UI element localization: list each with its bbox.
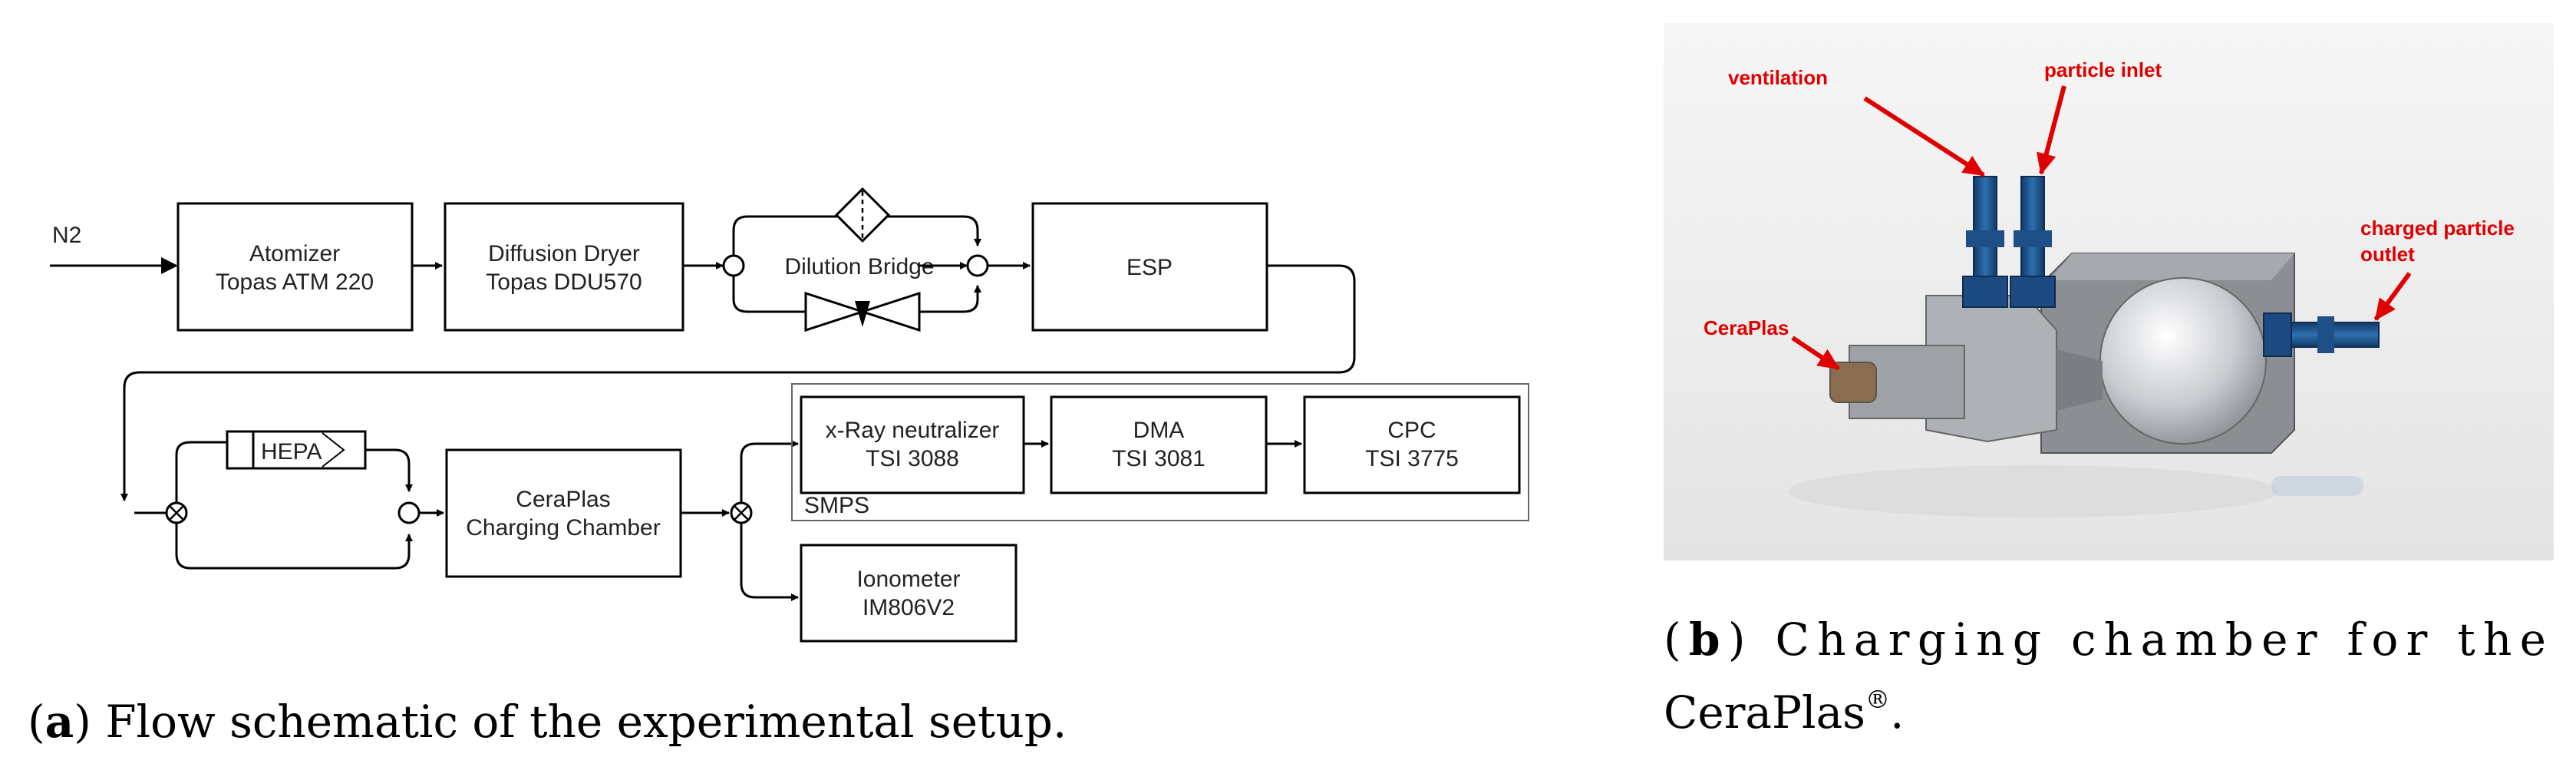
esp-to-hepa-line — [120, 264, 1356, 501]
charged-outlet-port-icon — [2263, 312, 2380, 357]
ceraplas-photo-label: CeraPlas — [1704, 316, 1789, 339]
dryer-model: Topas DDU570 — [486, 269, 642, 295]
ionometer-box — [800, 544, 1018, 643]
filter-diamond-icon — [834, 187, 891, 243]
hepa-label: HEPA — [261, 439, 322, 464]
charged-outlet-arrow — [2373, 272, 2412, 321]
atomizer-box — [176, 202, 414, 332]
inlet-label: N2 — [52, 223, 81, 248]
bridge-split-node — [722, 254, 745, 277]
particle-inlet-port-icon — [2010, 176, 2056, 308]
charging-chamber-photo: ventilation particle inlet charged parti… — [1664, 23, 2554, 560]
particle-inlet-arrow — [2037, 85, 2066, 175]
dryer-name: Diffusion Dryer — [488, 241, 640, 266]
dma-box — [1050, 395, 1268, 494]
ventilation-port-icon — [1962, 176, 2008, 308]
dma-model: TSI 3081 — [1112, 446, 1206, 471]
xray-name: x-Ray neutralizer — [826, 418, 1000, 443]
ceraplas-subtitle: Charging Chamber — [466, 515, 660, 541]
hepa-merge-node — [397, 501, 421, 524]
ceraplas-box — [445, 448, 682, 578]
caption-b-line1: (b) Charging chamber for the — [1664, 613, 2546, 666]
ionometer-name: Ionometer — [856, 567, 960, 592]
caption-b-line2: CeraPlas®. — [1664, 685, 1904, 739]
ceraplas-name: CeraPlas — [516, 487, 610, 512]
particle-inlet-label: particle inlet — [2044, 58, 2162, 81]
cpc-box — [1303, 395, 1521, 494]
charged-outlet-label-line1: charged particle — [2360, 217, 2515, 240]
dilution-bridge: Dilution Bridge — [722, 187, 989, 332]
atomizer-model: Topas ATM 220 — [216, 269, 374, 295]
dryer-box — [444, 202, 684, 332]
smps-frame — [791, 383, 1529, 521]
ventilation-label: ventilation — [1728, 66, 1828, 89]
ventilation-arrow — [1863, 96, 1985, 177]
xray-model: TSI 3088 — [866, 446, 959, 471]
ceraplas-rod — [1829, 362, 1877, 403]
atomizer-name: Atomizer — [249, 241, 340, 266]
charged-outlet-label-line2: outlet — [2360, 243, 2415, 266]
hepa-bypass: HEPA — [134, 430, 421, 570]
cpc-name: CPC — [1387, 418, 1436, 443]
cpc-model: TSI 3775 — [1365, 446, 1459, 471]
ionometer-model: IM806V2 — [863, 595, 955, 620]
esp-box — [1031, 202, 1268, 332]
xray-box — [800, 395, 1025, 494]
caption-a: (a) Flow schematic of the experimental s… — [28, 696, 1067, 748]
dma-name: DMA — [1133, 418, 1185, 443]
dilution-label: Dilution Bridge — [784, 254, 934, 279]
smps-label: SMPS — [804, 493, 869, 518]
flow-schematic: N2 Atomizer Topas ATM 220 Diffusion Drye… — [50, 187, 1529, 643]
hepa-box — [226, 430, 367, 470]
esp-label: ESP — [1126, 255, 1173, 280]
chamber-dome — [2099, 277, 2267, 445]
bridge-merge-node — [966, 254, 989, 277]
valve-icon — [804, 291, 921, 332]
ceraplas-photo-arrow — [1791, 336, 1840, 371]
